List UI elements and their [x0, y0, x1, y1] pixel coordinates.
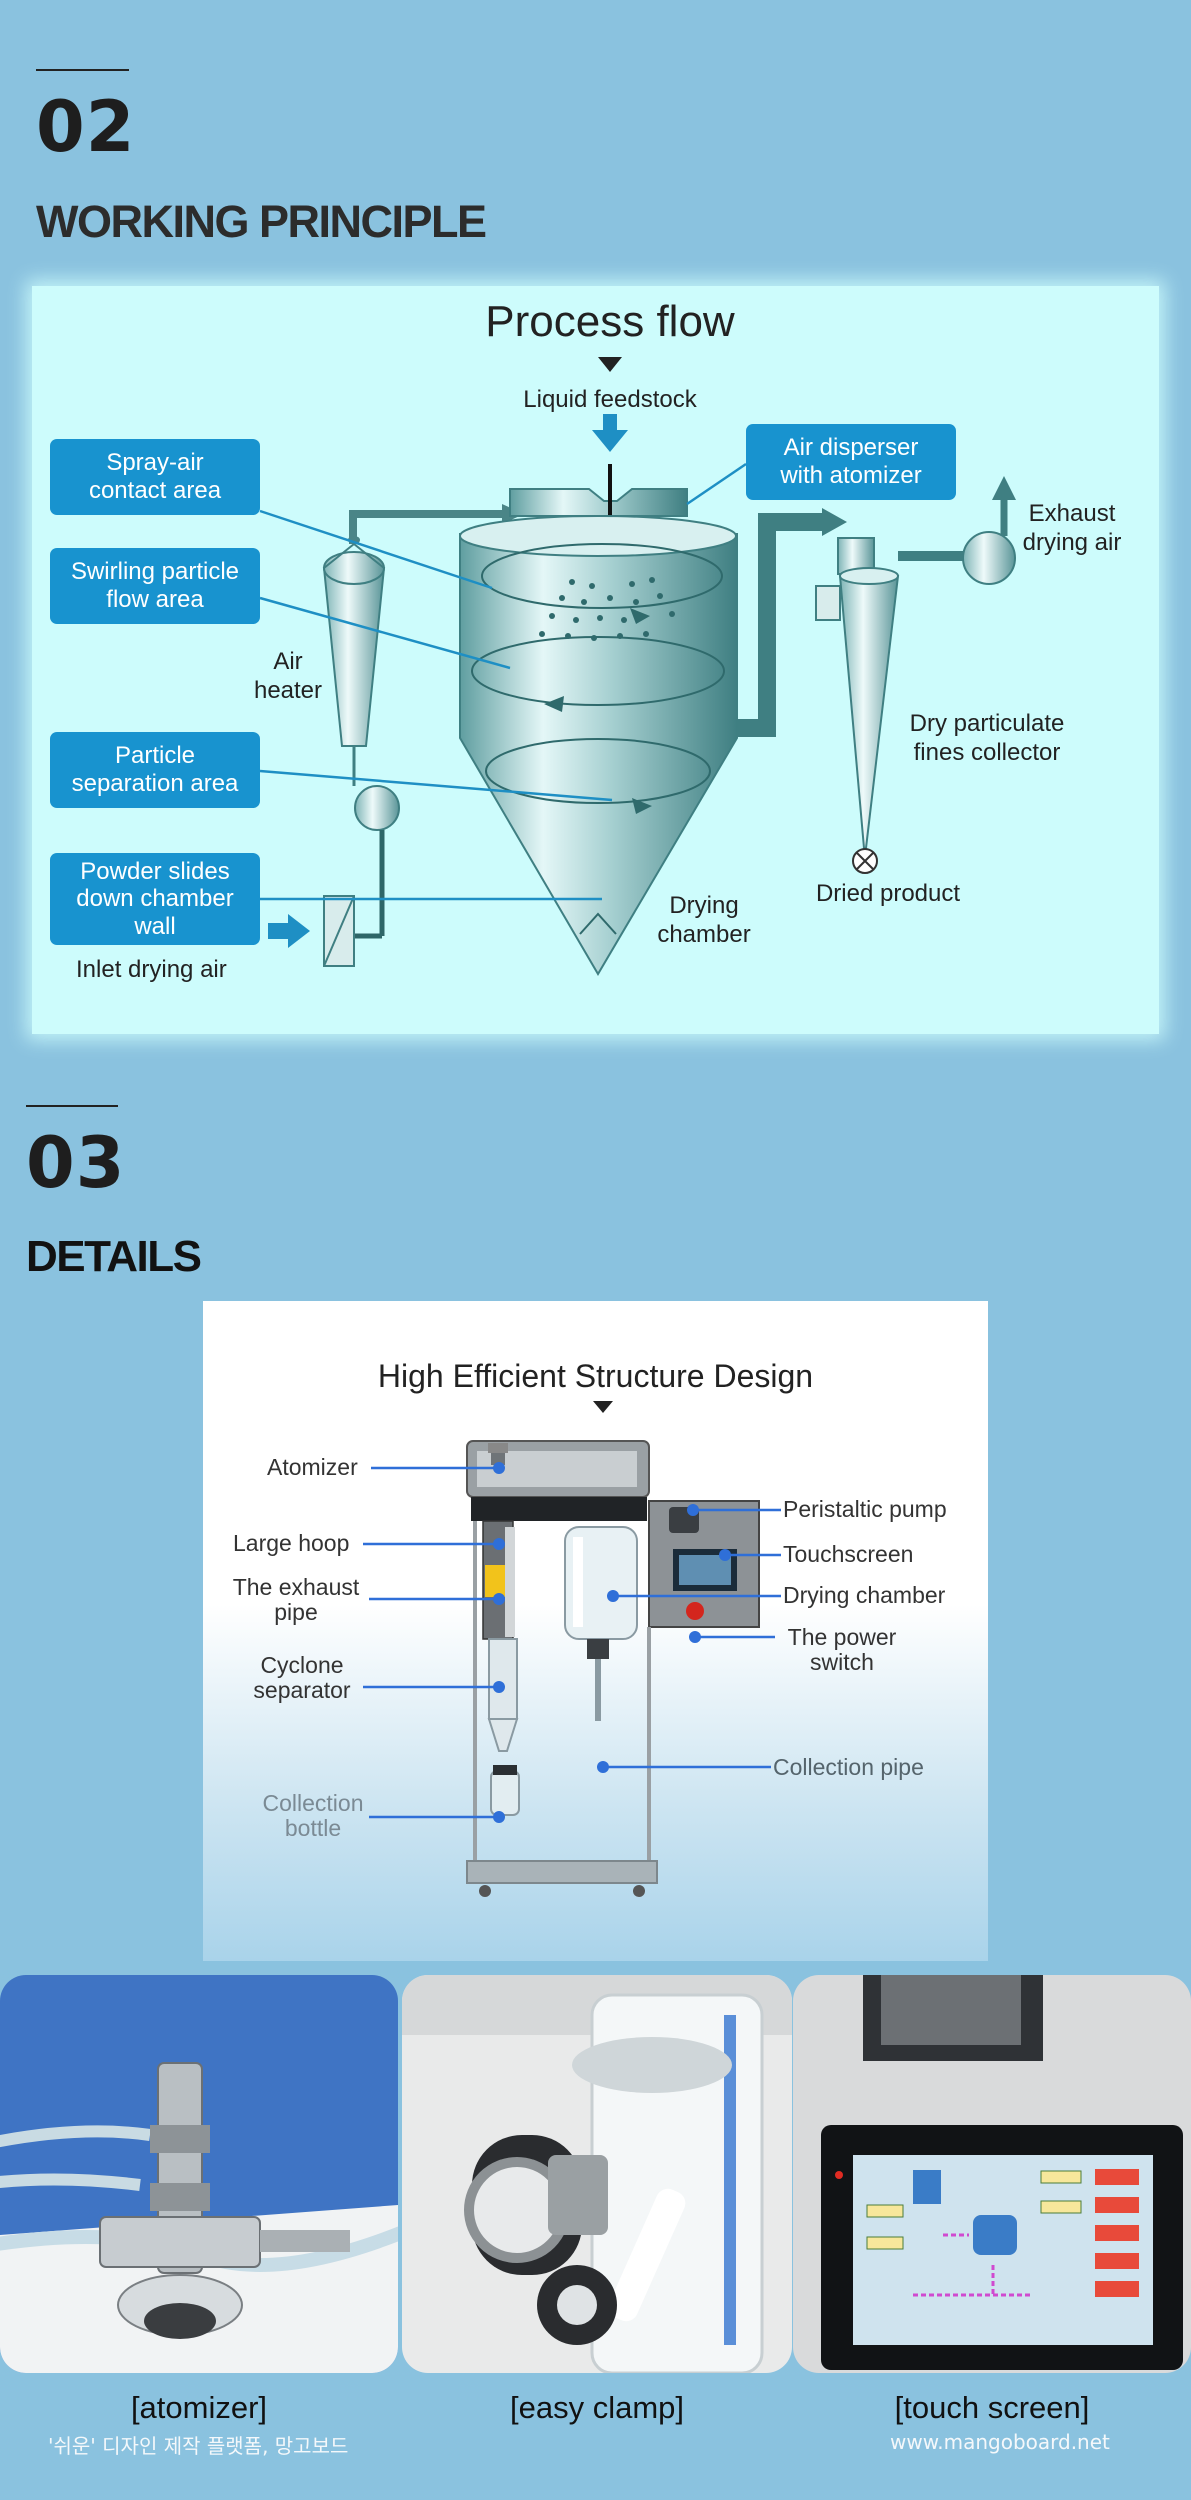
feed-arrow-icon [592, 430, 628, 452]
callout-powder: Powder slides down chamber wall [50, 853, 260, 945]
section-divider [26, 1105, 118, 1107]
section-divider [36, 69, 129, 71]
exhaust-arrow-icon [992, 476, 1016, 500]
atomizer-photo [0, 1975, 398, 2373]
collection-bottle-label: Collection bottle [262, 1790, 364, 1842]
inlet-air-label: Inlet drying air [76, 956, 227, 983]
section-number: 02 [36, 86, 136, 168]
callout-spray-air: Spray-air contact area [50, 439, 260, 515]
touch-screen-caption: [touch screen] [894, 2390, 1090, 2425]
inlet-arrow-icon [288, 914, 310, 948]
peristaltic-pump-label: Peristaltic pump [783, 1496, 947, 1522]
exhaust-air-label: Exhaust drying air [1022, 500, 1122, 556]
callout-separation: Particle separation area [50, 732, 260, 808]
watermark-right: www.mangoboard.net [890, 2430, 1110, 2454]
section-title: WORKING PRINCIPLE [36, 196, 487, 247]
cyclone-label: Cyclone separator [253, 1652, 351, 1704]
down-triangle-icon [593, 1401, 613, 1413]
drying-chamber-label: Drying chamber [783, 1582, 946, 1608]
section-number: 03 [26, 1122, 126, 1204]
down-triangle-icon [598, 357, 622, 372]
atomizer-caption: [atomizer] [130, 2390, 268, 2425]
touchscreen-label: Touchscreen [783, 1541, 914, 1567]
callout-disperser: Air disperser with atomizer [746, 424, 956, 500]
collection-pipe-label: Collection pipe [773, 1754, 924, 1780]
watermark-left: '쉬운' 디자인 제작 플랫폼, 망고보드 [48, 2434, 349, 2458]
feedstock-label: Liquid feedstock [523, 386, 697, 413]
structure-diagram: High Efficient Structure Design Atomizer… [203, 1301, 988, 1961]
structure-title: High Efficient Structure Design [377, 1358, 814, 1394]
collector-label: Dry particulate fines collector [909, 710, 1065, 766]
process-flow-diagram: Process flow Liquid feedstock Spray-air … [32, 286, 1159, 1034]
atomizer-label: Atomizer [267, 1454, 358, 1480]
callout-swirling: Swirling particle flow area [50, 548, 260, 624]
power-switch-label: The power switch [787, 1624, 897, 1676]
structure-graphic [363, 1401, 781, 1897]
exhaust-pipe-label: The exhaust pipe [232, 1574, 360, 1626]
air-heater-label: Air heater [253, 648, 323, 704]
touch-screen-photo [793, 1975, 1191, 2373]
easy-clamp-photo [402, 1975, 792, 2373]
process-flow-title: Process flow [485, 297, 735, 346]
easy-clamp-caption: [easy clamp] [509, 2390, 684, 2425]
process-flow-graphic [259, 357, 1016, 976]
large-hoop-label: Large hoop [233, 1530, 350, 1556]
drying-chamber-label: Drying chamber [657, 892, 751, 948]
section-title: DETAILS [26, 1232, 202, 1281]
dried-product-label: Dried product [815, 880, 961, 907]
